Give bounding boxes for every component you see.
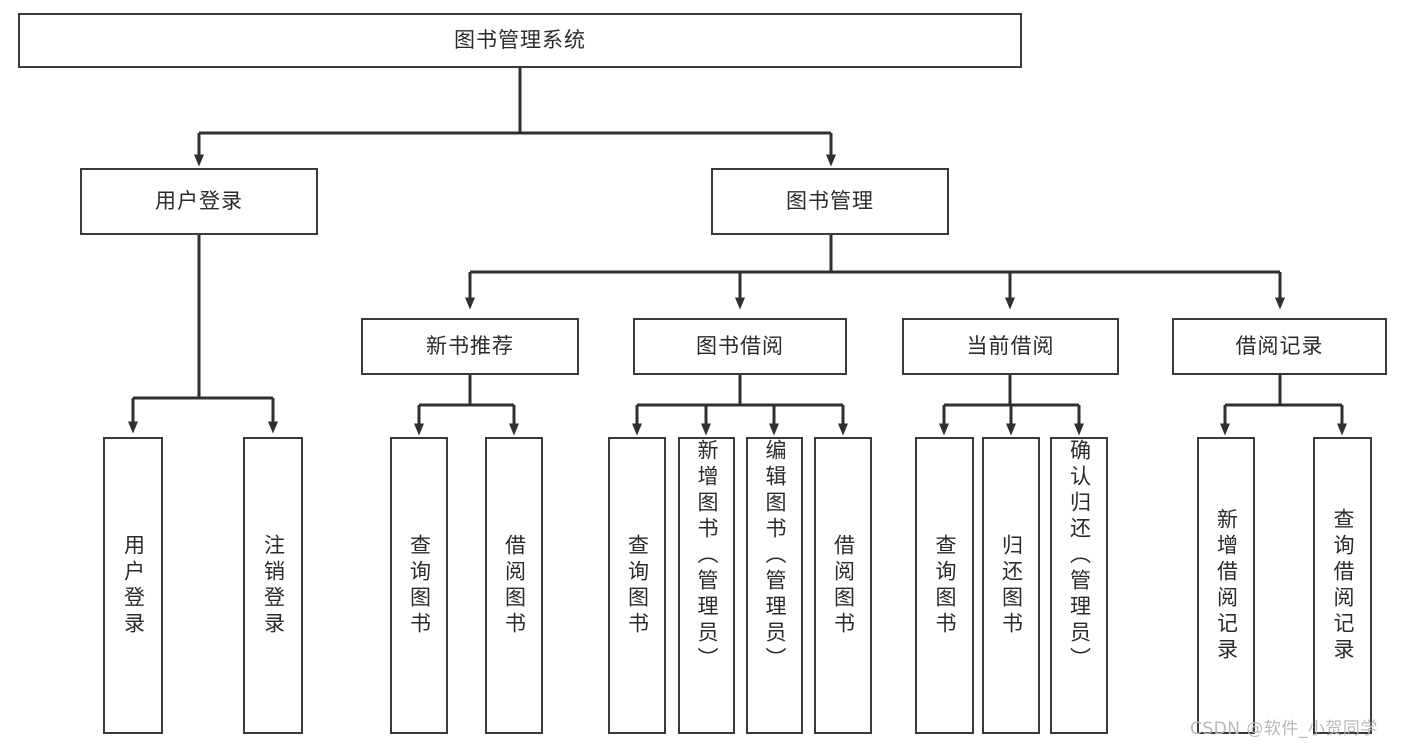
node-new-book-recommend[interactable]: 新书推荐: [361, 318, 579, 375]
node-label: 新增图书（管理员）: [695, 439, 719, 673]
node-label: 图书管理: [786, 189, 874, 214]
node-label: 注销登录: [261, 533, 286, 638]
node-label: 借阅图书: [831, 533, 856, 638]
node-label: 查询图书: [407, 533, 432, 638]
leaf-current-borrow-confirm-return[interactable]: 确认归还（管理员）: [1050, 437, 1108, 734]
node-book-management[interactable]: 图书管理: [711, 168, 949, 235]
node-book-borrow[interactable]: 图书借阅: [633, 318, 847, 375]
node-label: 确认归还（管理员）: [1067, 439, 1092, 673]
node-label: 编辑图书（管理员）: [763, 439, 787, 673]
leaf-book-borrow-edit[interactable]: 编辑图书（管理员）: [746, 437, 803, 734]
leaf-book-borrow-query[interactable]: 查询图书: [608, 437, 666, 734]
node-user-login[interactable]: 用户登录: [80, 168, 318, 235]
node-label: 用户登录: [121, 533, 146, 638]
leaf-book-borrow-add[interactable]: 新增图书（管理员）: [678, 437, 735, 734]
leaf-book-borrow-lend[interactable]: 借阅图书: [814, 437, 872, 734]
leaf-new-book-borrow[interactable]: 借阅图书: [485, 437, 543, 734]
node-label: 用户登录: [155, 189, 243, 214]
leaf-current-borrow-query[interactable]: 查询图书: [915, 437, 974, 734]
node-label: 查询图书: [625, 533, 650, 638]
csdn-watermark: CSDN @软件_小贺同学: [1190, 719, 1378, 739]
node-label: 图书借阅: [696, 334, 784, 359]
leaf-user-login-signout[interactable]: 注销登录: [243, 437, 303, 734]
leaf-new-book-query[interactable]: 查询图书: [390, 437, 448, 734]
node-label: 当前借阅: [966, 334, 1055, 359]
node-label: 借阅记录: [1235, 334, 1324, 359]
node-label: 归还图书: [999, 533, 1024, 638]
leaf-borrow-record-add[interactable]: 新增借阅记录: [1197, 437, 1255, 734]
leaf-current-borrow-return[interactable]: 归还图书: [982, 437, 1040, 734]
node-label: 借阅图书: [502, 533, 527, 638]
node-label: 图书管理系统: [454, 28, 586, 53]
leaf-user-login-signin[interactable]: 用户登录: [103, 437, 163, 734]
node-root-book-management-system[interactable]: 图书管理系统: [18, 13, 1022, 68]
node-label: 新增借阅记录: [1214, 507, 1239, 664]
node-label: 新书推荐: [426, 334, 514, 359]
node-current-borrow[interactable]: 当前借阅: [902, 318, 1119, 375]
node-label: 查询图书: [933, 533, 957, 638]
leaf-borrow-record-query[interactable]: 查询借阅记录: [1313, 437, 1372, 734]
node-label: 查询借阅记录: [1331, 507, 1355, 664]
node-borrow-record[interactable]: 借阅记录: [1172, 318, 1387, 375]
